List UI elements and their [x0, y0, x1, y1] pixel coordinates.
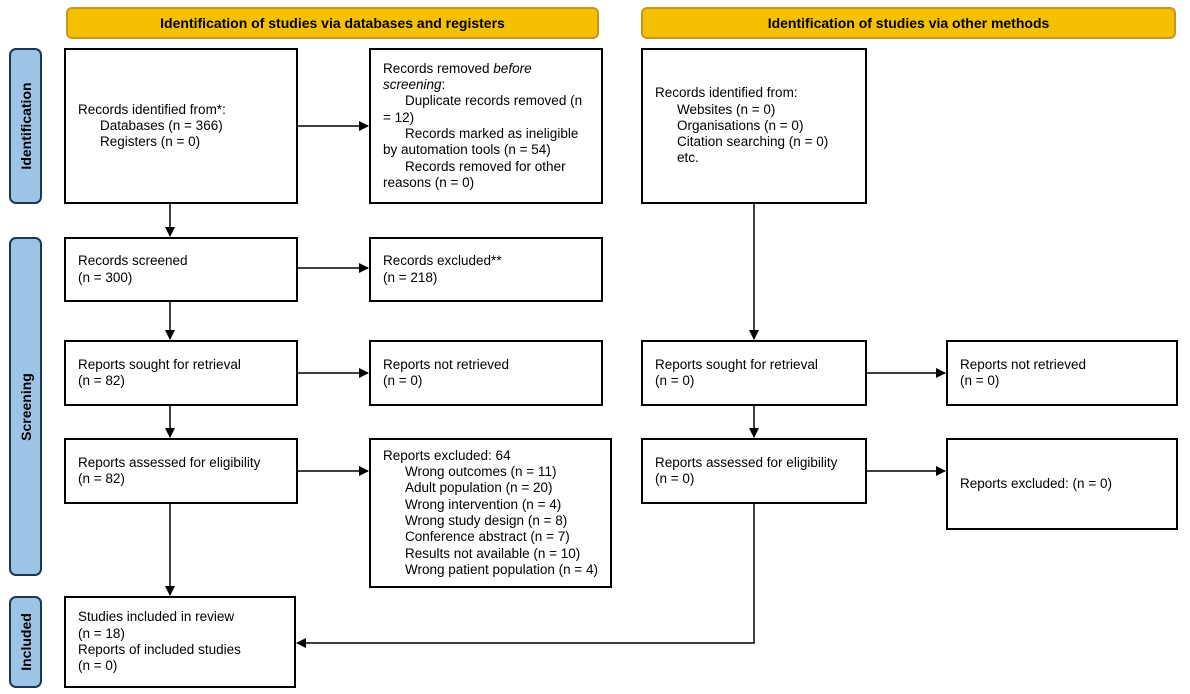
- records-identified-registers: Registers (n = 0): [100, 134, 201, 150]
- reports-included-n: (n = 0): [78, 658, 118, 674]
- reason-wrong-outcomes: Wrong outcomes (n = 11): [405, 464, 557, 480]
- reports-assessed-n: (n = 82): [78, 471, 125, 486]
- box-records-excluded: Records excluded** (n = 218): [369, 237, 603, 302]
- other-source-websites: Websites (n = 0): [677, 101, 776, 117]
- other-reports-sought-title: Reports sought for retrieval: [655, 356, 818, 372]
- records-excluded-n: (n = 218): [383, 269, 438, 285]
- duplicate-records-line1: Duplicate records removed (n: [405, 93, 583, 109]
- other-source-etc: etc.: [677, 150, 699, 166]
- other-reports-sought-n: (n = 0): [655, 373, 695, 388]
- records-identified-title: Records identified from*:: [78, 101, 226, 117]
- reports-excluded-title: Reports excluded: 64: [383, 447, 511, 463]
- other-reports-not-retrieved-n: (n = 0): [960, 373, 1000, 388]
- records-excluded-title: Records excluded**: [383, 253, 502, 269]
- other-reports-excluded-title: Reports excluded: (n = 0): [960, 475, 1112, 491]
- automation-line2: by automation tools (n = 54): [383, 142, 551, 158]
- other-reasons-line1: Records removed for other: [405, 158, 566, 174]
- other-reports-assessed-n: (n = 0): [655, 471, 695, 486]
- box-other-reports-assessed: Reports assessed for eligibility (n = 0): [641, 438, 867, 504]
- reports-sought-title: Reports sought for retrieval: [78, 356, 241, 372]
- reports-not-retrieved-title: Reports not retrieved: [383, 356, 510, 372]
- box-reports-not-retrieved: Reports not retrieved (n = 0): [369, 340, 603, 406]
- other-reports-assessed-title: Reports assessed for eligibility: [655, 454, 838, 470]
- box-other-records-identified: Records identified from: Websites (n = 0…: [641, 48, 867, 204]
- reports-included-title: Reports of included studies: [78, 642, 241, 657]
- reason-results-not-available: Results not available (n = 10): [405, 545, 581, 561]
- automation-line1: Records marked as ineligible: [405, 126, 579, 141]
- reason-conference-abstract: Conference abstract (n = 7): [405, 529, 570, 545]
- box-records-identified: Records identified from*: Databases (n =…: [64, 48, 298, 204]
- phase-screening: Screening: [9, 237, 42, 576]
- box-reports-excluded: Reports excluded: 64 Wrong outcomes (n =…: [369, 438, 612, 588]
- reports-sought-n: (n = 82): [78, 373, 125, 388]
- header-databases-registers: Identification of studies via databases …: [66, 7, 599, 39]
- box-records-screened: Records screened (n = 300): [64, 237, 298, 302]
- box-other-reports-excluded: Reports excluded: (n = 0): [946, 438, 1178, 530]
- reason-wrong-intervention: Wrong intervention (n = 4): [405, 496, 562, 512]
- studies-included-title: Studies included in review: [78, 609, 235, 625]
- records-removed-title: Records removed before: [383, 60, 532, 76]
- reports-not-retrieved-n: (n = 0): [383, 373, 423, 388]
- reason-wrong-patient-population: Wrong patient population (n = 4): [405, 561, 599, 577]
- box-other-reports-sought: Reports sought for retrieval (n = 0): [641, 340, 867, 406]
- header-databases-text: Identification of studies via databases …: [160, 15, 505, 31]
- box-studies-included: Studies included in review (n = 18) Repo…: [64, 596, 296, 688]
- records-removed-title-italic: screening: [383, 77, 442, 93]
- records-screened-n: (n = 300): [78, 269, 133, 285]
- box-reports-assessed: Reports assessed for eligibility (n = 82…: [64, 438, 298, 504]
- records-identified-databases: Databases (n = 366): [100, 117, 223, 133]
- box-reports-sought: Reports sought for retrieval (n = 82): [64, 340, 298, 406]
- header-other-methods: Identification of studies via other meth…: [641, 7, 1176, 39]
- arrow-other-assessed-to-included: [296, 504, 755, 648]
- duplicate-records-line2: = 12): [383, 109, 415, 125]
- other-reports-not-retrieved-title: Reports not retrieved: [960, 356, 1087, 372]
- header-other-text: Identification of studies via other meth…: [767, 15, 1050, 31]
- box-records-removed: Records removed before screening: Duplic…: [369, 48, 603, 204]
- other-source-citation: Citation searching (n = 0): [677, 134, 829, 150]
- reason-adult-population: Adult population (n = 20): [405, 480, 553, 496]
- studies-included-n: (n = 18): [78, 625, 125, 641]
- phase-included: Included: [9, 596, 42, 688]
- records-screened-title: Records screened: [78, 253, 188, 269]
- other-records-identified-title: Records identified from:: [655, 85, 798, 101]
- box-other-reports-not-retrieved: Reports not retrieved (n = 0): [946, 340, 1178, 406]
- reports-assessed-title: Reports assessed for eligibility: [78, 454, 261, 470]
- phase-identification: Identification: [9, 48, 42, 204]
- other-reasons-line2: reasons (n = 0): [383, 174, 475, 190]
- reason-wrong-study-design: Wrong study design (n = 8): [405, 513, 568, 528]
- other-source-organisations: Organisations (n = 0): [677, 117, 804, 133]
